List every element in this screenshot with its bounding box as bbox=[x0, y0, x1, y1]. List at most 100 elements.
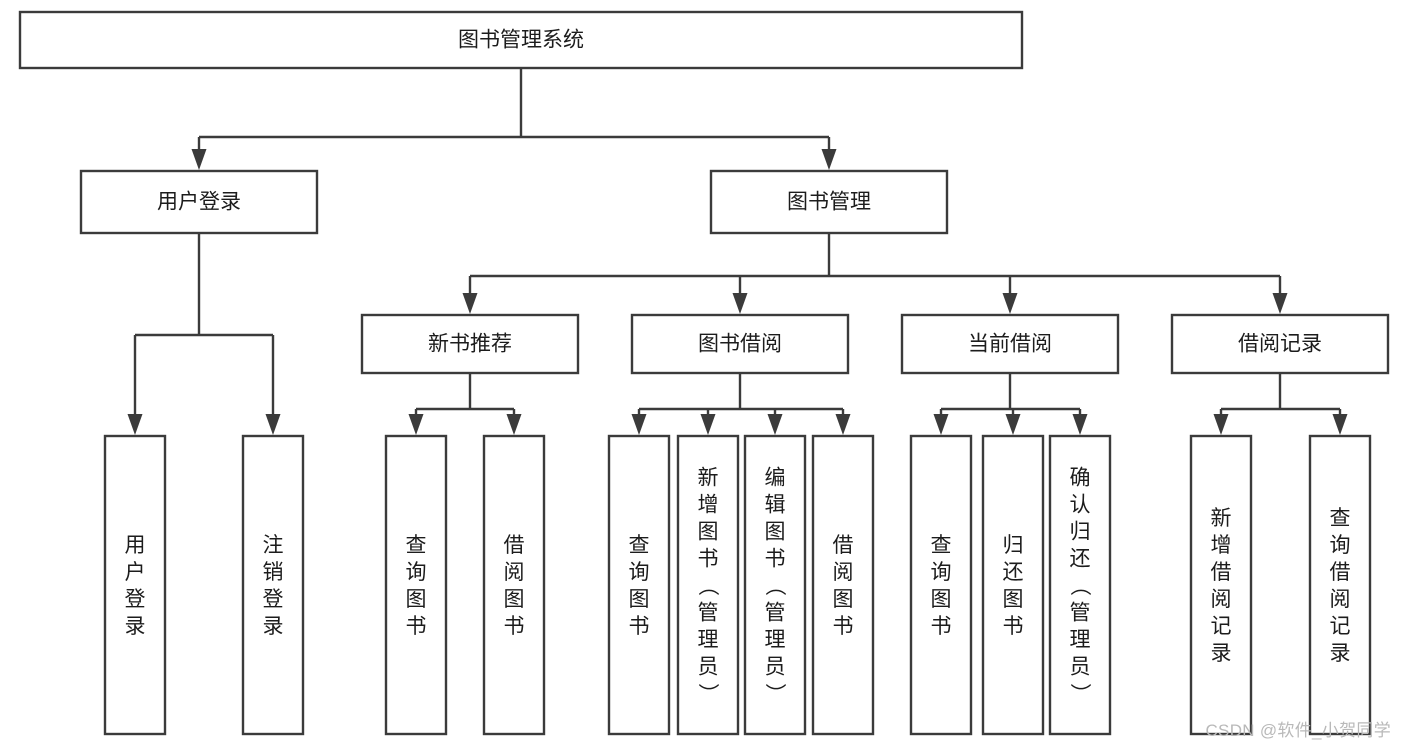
node-label: 用户登录 bbox=[157, 191, 241, 214]
node-label-char: 理 bbox=[1070, 629, 1091, 652]
arrow-head-icon bbox=[462, 293, 478, 314]
arrow-head-icon bbox=[1072, 414, 1088, 435]
node-box bbox=[1189, 434, 1253, 736]
arrow-head-icon bbox=[1002, 293, 1018, 314]
node-borrow-record[interactable]: 借阅记录 bbox=[1170, 313, 1390, 375]
node-box bbox=[1048, 434, 1112, 736]
node-label-char: 查 bbox=[406, 534, 427, 557]
node-box bbox=[103, 434, 167, 736]
arrow-head-icon bbox=[191, 149, 207, 170]
arrow-head-icon bbox=[1272, 293, 1288, 314]
node-box bbox=[384, 434, 448, 736]
node-label-char: 查 bbox=[629, 534, 650, 557]
arrow-head-icon bbox=[732, 293, 748, 314]
node-label-char: 登 bbox=[125, 588, 146, 611]
node-label-char: 还 bbox=[1070, 548, 1091, 571]
node-label-char: 询 bbox=[629, 561, 650, 584]
node-label-char: 理 bbox=[765, 629, 786, 652]
node-label-char: 借 bbox=[1330, 561, 1351, 584]
node-label-char: 询 bbox=[1330, 534, 1351, 557]
node-label-char: 借 bbox=[504, 534, 525, 557]
node-label: 图书管理系统 bbox=[458, 29, 584, 52]
node-label-char: 阅 bbox=[1211, 588, 1232, 611]
node-label-char: 增 bbox=[1211, 534, 1232, 557]
node-label-char: 书 bbox=[931, 615, 952, 638]
arrow-head-icon bbox=[631, 414, 647, 435]
node-leaf-user-login[interactable]: 用户登录 bbox=[103, 434, 167, 736]
node-label: 借阅记录 bbox=[1238, 333, 1322, 356]
node-label-char: 借 bbox=[1211, 561, 1232, 584]
node-label-char: ） bbox=[696, 683, 719, 704]
node-label-char: 图 bbox=[833, 588, 854, 611]
edges-layer bbox=[127, 68, 1348, 435]
node-label-char: 借 bbox=[833, 534, 854, 557]
node-label-char: 管 bbox=[1070, 602, 1091, 625]
node-label-char: 书 bbox=[833, 615, 854, 638]
node-label: 图书管理 bbox=[787, 191, 871, 214]
node-label-char: 员 bbox=[765, 656, 786, 679]
node-root[interactable]: 图书管理系统 bbox=[18, 10, 1024, 70]
node-current-borrow[interactable]: 当前借阅 bbox=[900, 313, 1120, 375]
node-box bbox=[900, 313, 1120, 375]
arrow-head-icon bbox=[506, 414, 522, 435]
node-label-char: 图 bbox=[504, 588, 525, 611]
node-label-char: 销 bbox=[263, 561, 284, 584]
arrow-head-icon bbox=[821, 149, 837, 170]
node-label-char: 录 bbox=[1211, 642, 1232, 665]
node-label-char: 归 bbox=[1003, 534, 1024, 557]
node-label-char: 查 bbox=[931, 534, 952, 557]
node-box bbox=[709, 169, 949, 235]
node-book-manage[interactable]: 图书管理 bbox=[709, 169, 949, 235]
node-box bbox=[1170, 313, 1390, 375]
node-box bbox=[482, 434, 546, 736]
node-label-char: 阅 bbox=[1330, 588, 1351, 611]
node-label-char: 还 bbox=[1003, 561, 1024, 584]
watermark-label: CSDN @软件_小贺同学 bbox=[1205, 721, 1391, 740]
arrow-head-icon bbox=[265, 414, 281, 435]
node-label-char: 图 bbox=[629, 588, 650, 611]
node-label: 当前借阅 bbox=[968, 333, 1052, 356]
node-box bbox=[811, 434, 875, 736]
node-label-char: 图 bbox=[765, 521, 786, 544]
node-label-char: 登 bbox=[263, 588, 284, 611]
node-label-char: ） bbox=[1068, 683, 1091, 704]
node-label-char: 注 bbox=[263, 534, 284, 557]
node-label: 图书借阅 bbox=[698, 333, 782, 356]
node-label-char: （ bbox=[763, 575, 786, 596]
arrow-head-icon bbox=[933, 414, 949, 435]
node-label-char: 询 bbox=[406, 561, 427, 584]
node-label-char: 户 bbox=[125, 561, 146, 584]
node-label-char: 员 bbox=[1070, 656, 1091, 679]
node-label-char: 用 bbox=[125, 534, 146, 557]
node-label-char: 确 bbox=[1070, 467, 1091, 490]
node-label-char: 阅 bbox=[833, 561, 854, 584]
arrow-head-icon bbox=[700, 414, 716, 435]
node-new-book-rec[interactable]: 新书推荐 bbox=[360, 313, 580, 375]
node-label-char: 书 bbox=[629, 615, 650, 638]
node-label-char: 员 bbox=[698, 656, 719, 679]
node-user-login[interactable]: 用户登录 bbox=[79, 169, 319, 235]
node-box bbox=[360, 313, 580, 375]
node-label-char: 书 bbox=[765, 548, 786, 571]
arrow-head-icon bbox=[835, 414, 851, 435]
node-box bbox=[981, 434, 1045, 736]
node-label-char: 记 bbox=[1330, 615, 1351, 638]
arrow-head-icon bbox=[1213, 414, 1229, 435]
node-label-char: 查 bbox=[1330, 507, 1351, 530]
node-box bbox=[18, 10, 1024, 70]
node-book-borrow[interactable]: 图书借阅 bbox=[630, 313, 850, 375]
node-label-char: 新 bbox=[698, 467, 719, 490]
